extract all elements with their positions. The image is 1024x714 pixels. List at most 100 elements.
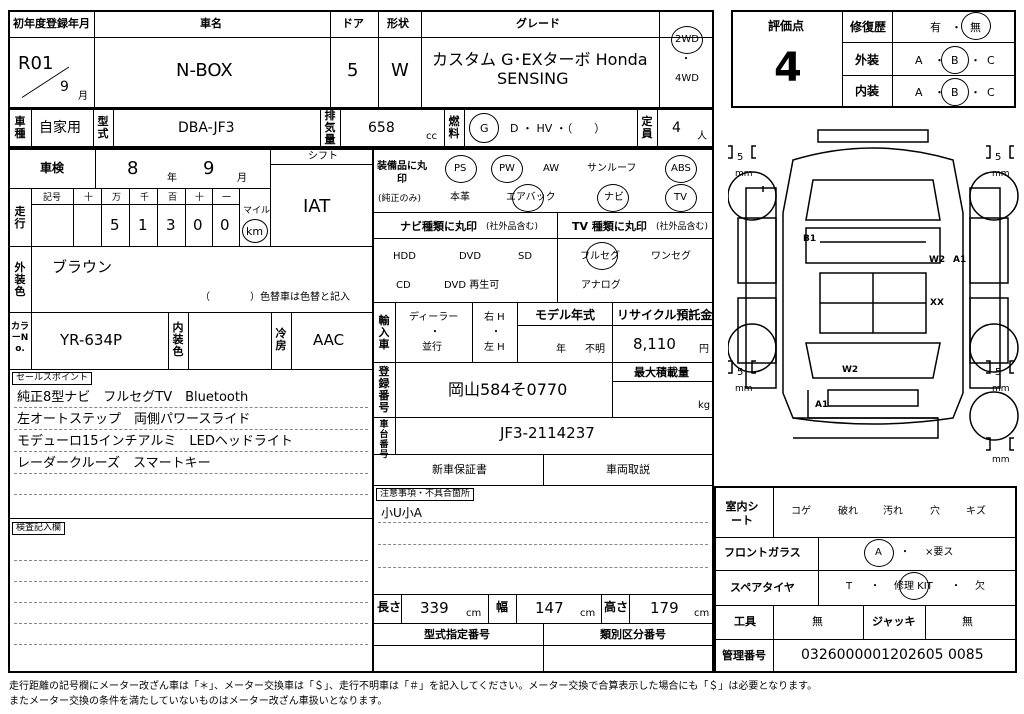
spare-t: T [846, 581, 853, 592]
mileage-header-4: 十 [195, 193, 205, 203]
fuel-rest: D ・ HV ・（ ） [510, 122, 606, 135]
inspection-year-unit: 年 [167, 173, 177, 184]
chassis-value: JF3-2114237 [500, 424, 595, 442]
interior-dot2: ・ [970, 86, 981, 99]
mileage-header-0: 十 [84, 193, 94, 203]
spare-tire-label: スペアタイヤ [730, 581, 795, 594]
displacement-value: 658 [368, 120, 395, 136]
repair-yes: 有 [930, 21, 941, 34]
max-load-label: 最大積載量 [634, 366, 689, 379]
model-label: 型式 [97, 115, 109, 140]
equip-pw: PW [499, 163, 515, 174]
footer-note-line1: 走行距離の記号欄にメーター改ざん車は「＊」、メーター交換車は「＄」、走行不明車は… [9, 681, 818, 692]
notes-tab: 注意事項・不具合箇所 [376, 488, 475, 501]
length-unit: cm [466, 608, 482, 619]
color-label: 外装色 [14, 261, 26, 298]
manual-label: 車両取説 [606, 463, 650, 476]
damage-mark-w2-right: W2 [929, 255, 946, 265]
equip-tv: TV [674, 192, 687, 203]
fullseg-circle [586, 242, 618, 270]
model-value: DBA-JF3 [178, 120, 235, 136]
seat-scratch: キズ [966, 506, 986, 517]
tire-depth-fr: 5 [995, 152, 1002, 163]
drive-dot: ・ [681, 54, 691, 65]
inspection-notes-tab: 検査記入欄 [12, 522, 66, 535]
fuel-label: 燃料 [448, 115, 460, 140]
inspection-year: 8 [127, 158, 139, 179]
damage-mark-b1: B1 [803, 234, 817, 244]
grade-line2: SENSING [497, 69, 569, 88]
sales-points-tab: セールスポイント [12, 372, 93, 385]
mileage-digit-5: 0 [220, 216, 230, 234]
management-number: 0326000001202605 0085 [801, 647, 984, 663]
spare-dot2: ・ [951, 581, 961, 592]
import-label: 輸入車 [378, 314, 390, 351]
import-left: 左 H [484, 342, 505, 353]
registration-value: 岡山584そ0770 [448, 380, 568, 399]
car-damage-diagram [728, 129, 1019, 451]
navi-hdd: HDD [393, 251, 416, 262]
displacement-label: 排気量 [324, 109, 336, 146]
color-code-label: カラーNo. [11, 322, 30, 354]
height-label: 高さ [604, 600, 629, 614]
shape-value: W [391, 60, 409, 81]
equip-sunroof: サンルーフ [587, 163, 637, 174]
drive-2wd-circle [671, 26, 703, 54]
tire-depth-fl-unit: mm [735, 169, 753, 179]
capacity-unit: 人 [697, 131, 707, 142]
tv-type-sub: (社外品含む) [656, 222, 709, 232]
glass-dot: ・ [900, 547, 910, 558]
cooler-label: 冷房 [275, 327, 287, 352]
chassis-label: 車台番号 [379, 420, 389, 460]
mileage-header-3: 百 [168, 193, 178, 203]
height-unit: cm [694, 608, 710, 619]
repair-label: 修復歴 [850, 20, 887, 34]
exterior-label: 外装 [855, 53, 880, 67]
width-label: 幅 [496, 600, 509, 614]
seat-stain: 汚れ [883, 506, 903, 517]
left-main-box [8, 148, 374, 673]
navi-circle [597, 184, 629, 212]
navi-dvd-play: DVD 再生可 [444, 280, 500, 291]
notes-text: 小U小A [381, 506, 422, 520]
type-cert-label: 型式指定番号 [424, 628, 490, 641]
abs-circle [665, 155, 697, 183]
displacement-unit: cc [426, 131, 437, 142]
warranty-label: 新車保証書 [432, 463, 487, 476]
seat-burn: コゲ [791, 506, 811, 517]
height-value: 179 [650, 599, 679, 617]
glass-a-circle [864, 539, 894, 567]
length-value: 339 [420, 599, 449, 617]
category-label: 類別区分番号 [600, 628, 666, 641]
usage-value: 自家用 [39, 120, 81, 136]
recycle-value: 8,110 [633, 335, 676, 353]
sales-line-1: 左オートステップ 両側パワースライド [17, 412, 251, 427]
score-value: 4 [774, 45, 802, 91]
repair-no: 無 [970, 21, 981, 34]
color-code: YR-634P [60, 331, 123, 349]
shape-label: 形状 [387, 17, 409, 30]
interior-label: 内装 [855, 84, 880, 98]
tire-depth-fr-unit: mm [992, 169, 1010, 179]
sales-line-0: 純正8型ナビ フルセグTV Bluetooth [17, 390, 249, 405]
model-row-box [8, 108, 714, 148]
inspection-month-unit: 月 [237, 173, 247, 184]
interior-b-circle [941, 78, 969, 106]
width-value: 147 [535, 599, 564, 617]
tv-fullseg: フルセグ [580, 251, 620, 262]
navi-dvd: DVD [459, 251, 482, 262]
interior-a: A [915, 86, 923, 99]
grade-label: グレード [516, 17, 560, 30]
import-right: 右 H [484, 312, 505, 323]
car-name-label: 車名 [200, 17, 222, 30]
tire-depth-rl: 5 [737, 367, 744, 378]
color-value: ブラウン [52, 258, 113, 276]
recycle-unit: 円 [699, 344, 709, 355]
km-circle [242, 219, 268, 243]
registration-label: 登録番号 [378, 365, 390, 414]
navi-cd: CD [396, 280, 411, 291]
first-reg-year: R01 [18, 53, 54, 74]
import-dealer: ディーラー [409, 312, 459, 323]
seat-tear: 破れ [838, 506, 858, 517]
interior-dot1: ・ [934, 86, 945, 99]
